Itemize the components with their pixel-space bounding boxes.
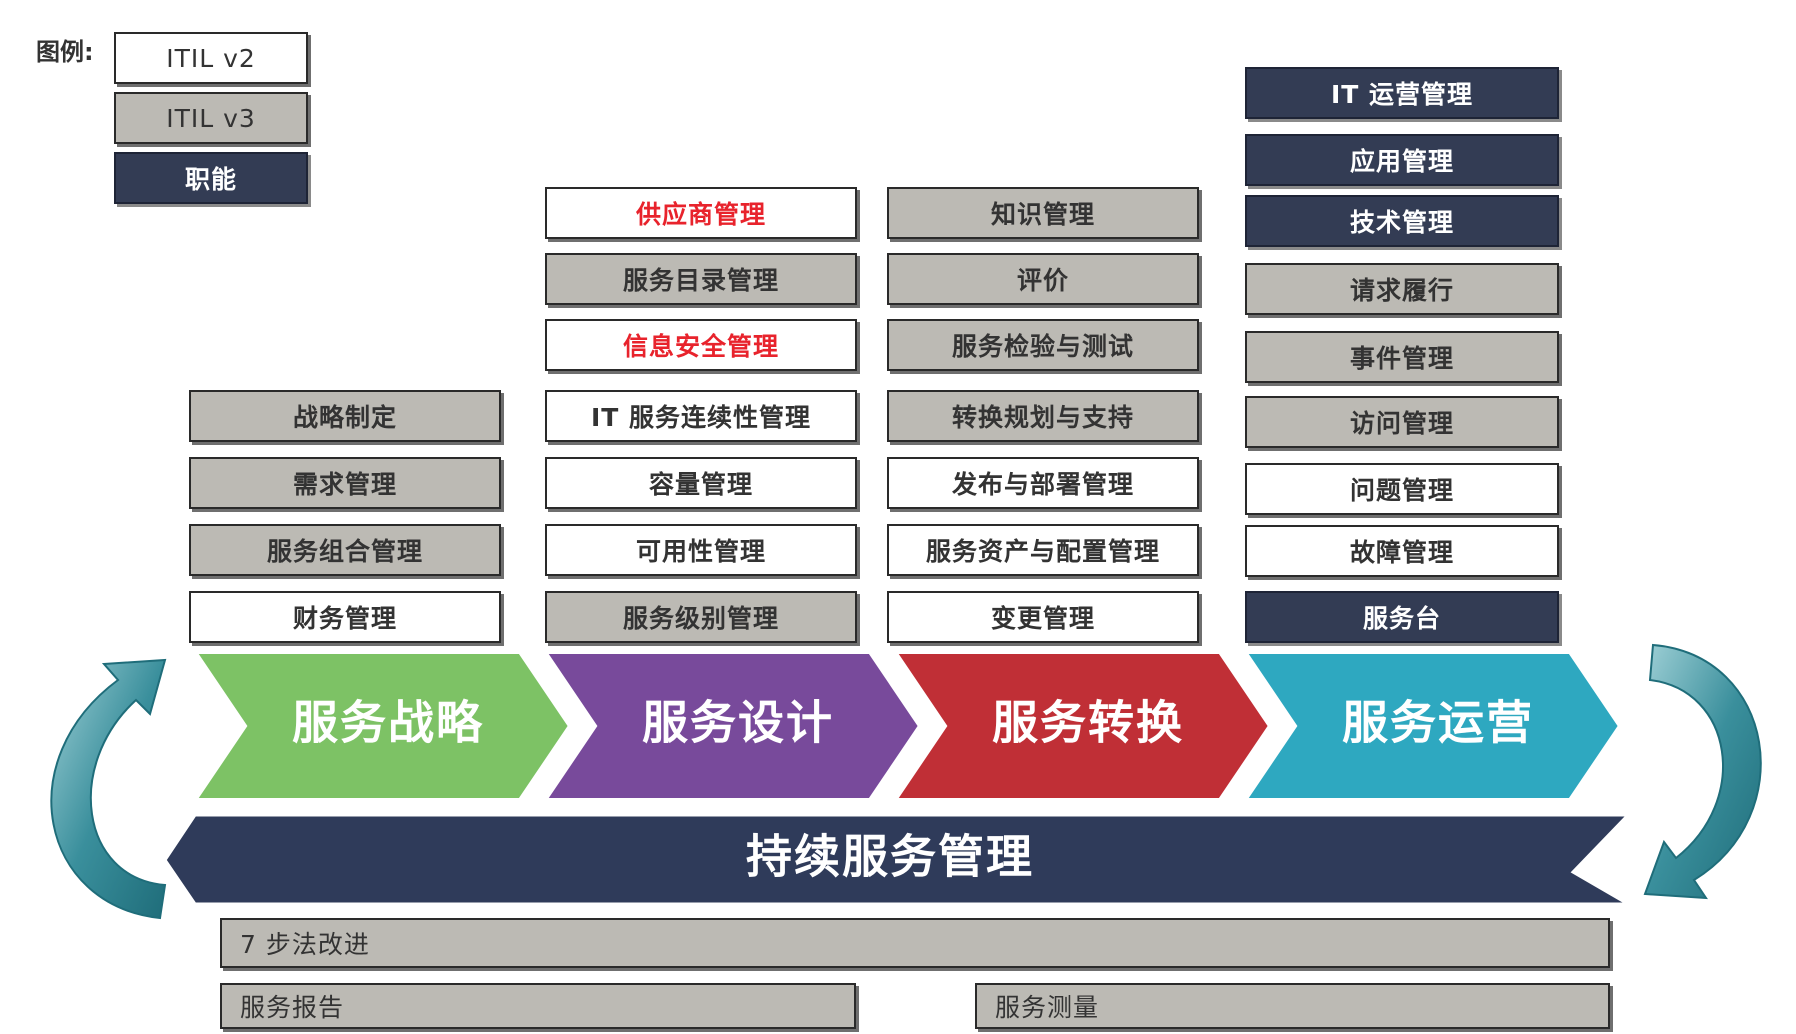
design-item-service-catalogue: 服务目录管理 (545, 253, 857, 305)
operation-item-incident-management: 故障管理 (1245, 525, 1559, 577)
operation-item-problem-management: 问题管理 (1245, 463, 1559, 515)
transition-item-asset-configuration: 服务资产与配置管理 (887, 524, 1199, 576)
operation-item-it-operations: IT 运营管理 (1245, 67, 1559, 119)
design-item-availability-management: 可用性管理 (545, 524, 857, 576)
left-cycle-arrow (50, 658, 167, 920)
transition-item-knowledge-management: 知识管理 (887, 187, 1199, 239)
csi-improvement-bar: 7 步法改进 (220, 918, 1610, 968)
stage-operation: 服务运营 (1241, 650, 1623, 802)
strategy-item-service-portfolio: 服务组合管理 (189, 524, 501, 576)
stage-transition: 服务转换 (891, 650, 1273, 802)
design-item-service-level-management: 服务级别管理 (545, 591, 857, 643)
stage-design-label: 服务设计 (642, 696, 834, 750)
legend-function: 职能 (114, 152, 308, 204)
right-cycle-arrow (1643, 643, 1762, 900)
strategy-item-strategy-generation: 战略制定 (189, 390, 501, 442)
stage-strategy: 服务战略 (191, 650, 573, 802)
design-item-supplier-management: 供应商管理 (545, 187, 857, 239)
stage-strategy-label: 服务战略 (292, 696, 484, 750)
legend-itil-v3: ITIL v3 (114, 92, 308, 144)
operation-item-application-management: 应用管理 (1245, 134, 1559, 186)
stage-design: 服务设计 (541, 650, 923, 802)
design-item-capacity-management: 容量管理 (545, 457, 857, 509)
transition-item-release-deployment: 发布与部署管理 (887, 457, 1199, 509)
operation-item-request-fulfilment: 请求履行 (1245, 263, 1559, 315)
operation-item-event-management: 事件管理 (1245, 331, 1559, 383)
transition-item-evaluation: 评价 (887, 253, 1199, 305)
design-item-it-service-continuity: IT 服务连续性管理 (545, 390, 857, 442)
transition-item-planning-support: 转换规划与支持 (887, 390, 1199, 442)
transition-item-validation-testing: 服务检验与测试 (887, 319, 1199, 371)
csi-measurement-bar: 服务测量 (975, 983, 1610, 1029)
csi-label: 持续服务管理 (746, 830, 1034, 884)
legend-itil-v2: ITIL v2 (114, 32, 308, 84)
strategy-item-demand-management: 需求管理 (189, 457, 501, 509)
operation-item-service-desk: 服务台 (1245, 591, 1559, 643)
stage-operation-label: 服务运营 (1342, 696, 1534, 750)
design-item-information-security: 信息安全管理 (545, 319, 857, 371)
stage-transition-label: 服务转换 (992, 696, 1184, 750)
csi-reporting-bar: 服务报告 (220, 983, 856, 1029)
strategy-item-financial-management: 财务管理 (189, 591, 501, 643)
operation-item-access-management: 访问管理 (1245, 396, 1559, 448)
operation-item-technical-management: 技术管理 (1245, 195, 1559, 247)
csi-banner: 持续服务管理 (163, 813, 1634, 906)
legend-title: 图例: (36, 38, 94, 66)
transition-item-change-management: 变更管理 (887, 591, 1199, 643)
